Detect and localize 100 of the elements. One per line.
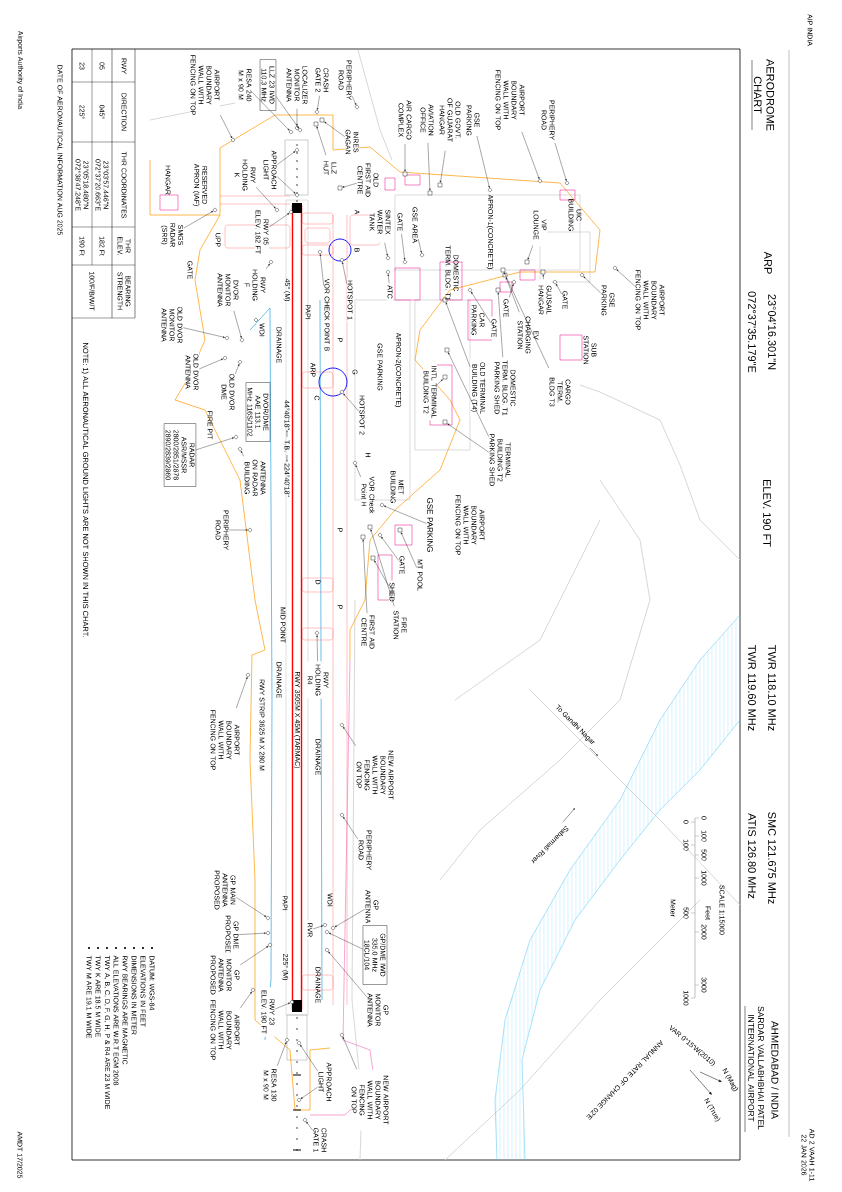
building-marker [360, 534, 366, 540]
leader-line [343, 816, 358, 840]
map-point-marker [403, 260, 407, 264]
map-point-marker [318, 250, 322, 254]
leader-line [352, 96, 357, 105]
leader-line [404, 143, 406, 172]
leader-line [342, 183, 357, 188]
header-text: ATIS 126.80 MHz [748, 813, 756, 899]
airport-name: SARDAR VALLABHBHAI PATEL INTERNATIONAL AIRPORT [748, 1006, 764, 1130]
building-marker [402, 171, 408, 177]
leader-line [266, 263, 270, 270]
leader-line [306, 1121, 313, 1131]
leader-line [316, 635, 318, 662]
map-point-marker [275, 208, 279, 212]
map-point-marker [289, 130, 293, 134]
map-point-marker [234, 435, 238, 439]
leader-line [342, 1037, 357, 1070]
leader-line [521, 131, 540, 179]
map-point-marker [325, 948, 329, 952]
leader-line [296, 108, 298, 126]
building-marker [524, 259, 530, 265]
map-point-marker [315, 631, 319, 635]
building-marker [313, 121, 319, 127]
leader-line [275, 1002, 290, 1010]
leader-line [233, 310, 242, 338]
leader-line [471, 291, 491, 323]
map-point-marker [246, 673, 250, 677]
leader-line [313, 925, 323, 930]
map-point-marker [325, 930, 329, 934]
map-point-marker [297, 1098, 301, 1102]
leader-line [447, 423, 489, 453]
leader-line [476, 135, 490, 188]
map-point-marker [340, 723, 344, 727]
building-marker [540, 269, 546, 275]
leader-line [275, 96, 299, 129]
leader-line [239, 932, 266, 935]
building-marker [337, 185, 343, 191]
map-point-marker [355, 105, 359, 109]
map-point-marker [213, 208, 217, 212]
building-marker [367, 524, 373, 530]
map-point-marker [223, 356, 227, 360]
leader-line [236, 677, 248, 709]
leader-line [362, 539, 368, 614]
leader-line [240, 991, 252, 1009]
leader-line [240, 946, 269, 966]
map-point-marker [386, 256, 390, 260]
map-point-marker [303, 1118, 307, 1122]
header-text: ELEV. 190 FT [763, 480, 771, 547]
header-text: ARP [764, 251, 772, 274]
leader-line [381, 536, 399, 561]
leader-line [256, 187, 276, 209]
leader-line [235, 364, 240, 375]
building-marker [500, 267, 506, 273]
leader-line [277, 151, 296, 165]
leader-line [370, 529, 395, 607]
map-point-marker [323, 923, 327, 927]
map-point-marker [248, 528, 252, 532]
leader-line [316, 95, 320, 110]
map-point-marker [420, 253, 424, 257]
map-point-marker [512, 280, 516, 284]
leader-line [195, 437, 234, 450]
map-point-marker [340, 1033, 344, 1037]
map-point-marker [240, 338, 244, 342]
map-point-marker [225, 336, 229, 340]
leader-line [401, 233, 406, 260]
header-text: TWR 119.60 MHz [748, 645, 756, 731]
leader-line [445, 302, 471, 367]
map-point-marker [231, 138, 235, 142]
map-point-marker [340, 813, 344, 817]
leader-line [387, 274, 390, 284]
leader-line [343, 726, 356, 747]
header-text: 072°37'35.179"E [748, 291, 756, 373]
map-point-marker [269, 260, 273, 264]
leader-line [334, 909, 365, 927]
building-marker [495, 287, 501, 293]
building-marker [442, 419, 448, 425]
map-point-marker [331, 926, 335, 930]
map-point-marker [285, 1038, 289, 1042]
map-point-marker [266, 931, 270, 935]
map-point-marker [580, 273, 584, 277]
leader-line [277, 1042, 287, 1066]
leader-line [448, 352, 489, 437]
header-text: SMC 121.675 MHz [768, 812, 776, 904]
leader-line [319, 254, 324, 286]
leader-line [342, 262, 347, 284]
leader-line [300, 1044, 318, 1072]
map-point-marker [315, 110, 319, 114]
map-point-marker [380, 503, 384, 507]
leader-line [556, 283, 562, 295]
leader-line [418, 238, 422, 253]
map-point-marker [613, 266, 617, 270]
building-marker [444, 347, 450, 353]
leader-line [554, 142, 567, 181]
leader-line [252, 92, 290, 131]
map-point-marker [290, 1000, 294, 1004]
map-point-marker [238, 447, 242, 451]
leader-line [324, 121, 345, 137]
header-text: 23°04'16.301"N [768, 294, 776, 370]
building-marker [370, 555, 376, 561]
map-point-marker [538, 179, 542, 183]
